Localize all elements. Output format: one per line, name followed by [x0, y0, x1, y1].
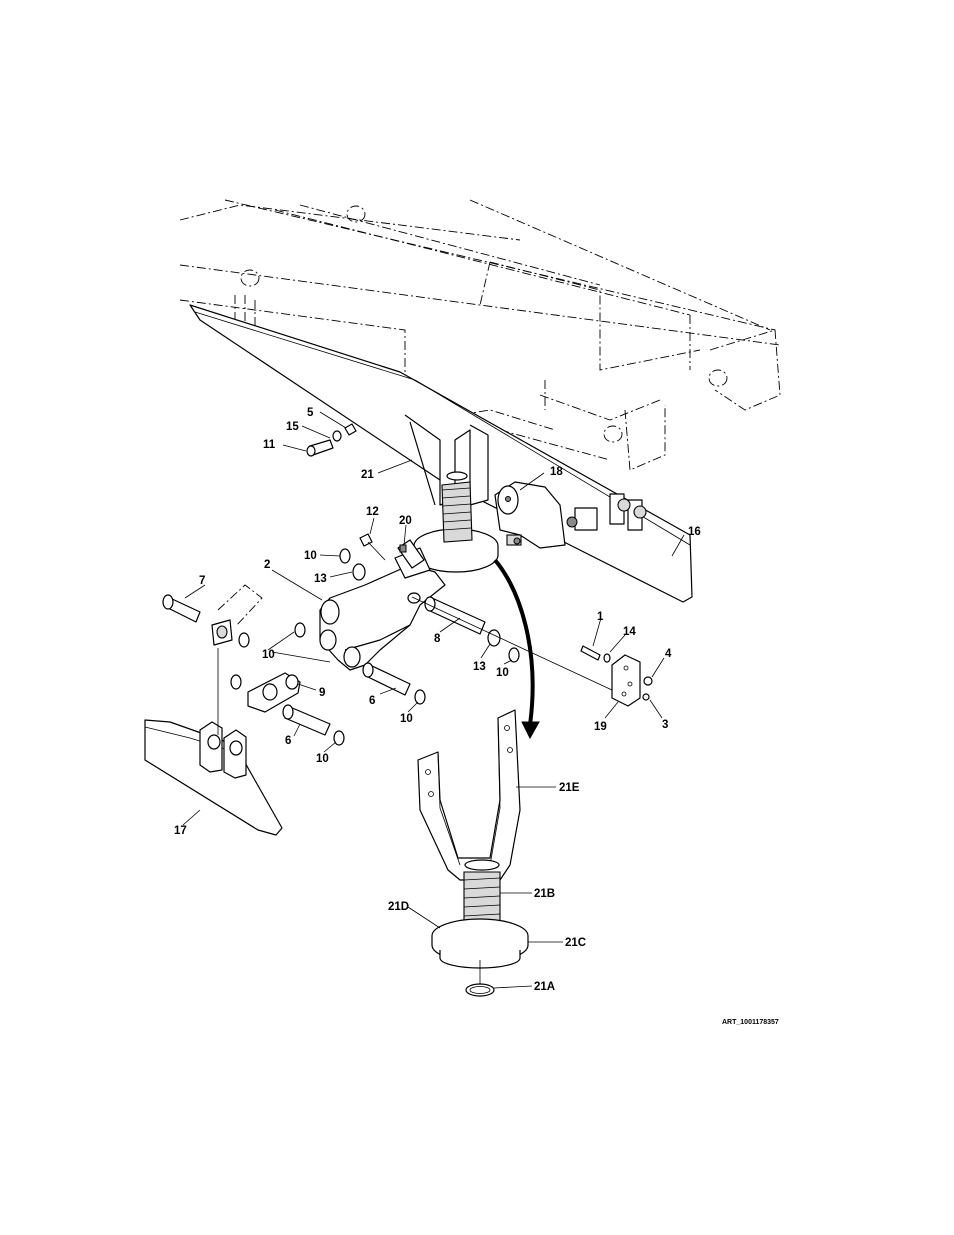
- callout-21c: 21C: [565, 937, 586, 949]
- callout-21a: 21A: [534, 981, 555, 993]
- callout-17: 17: [174, 825, 187, 837]
- callout-8: 8: [434, 633, 441, 645]
- callout-7: 7: [199, 575, 205, 587]
- callout-10-d: 10: [400, 713, 413, 725]
- callout-15: 15: [286, 421, 299, 433]
- callout-16: 16: [688, 526, 701, 538]
- retaining-ring-21a: [465, 960, 495, 997]
- bushing-block: [211, 584, 263, 646]
- callout-21e: 21E: [559, 782, 580, 794]
- callout-18: 18: [550, 466, 563, 478]
- callout-14: 14: [623, 626, 636, 638]
- callout-10-e: 10: [316, 753, 329, 765]
- leader-lines: [182, 411, 685, 989]
- skid-bar-17: [144, 648, 283, 836]
- art-id-label: ART_1001178357: [722, 1019, 779, 1026]
- callout-12: 12: [366, 506, 379, 518]
- callout-13-b: 13: [473, 661, 486, 673]
- callout-13-a: 13: [314, 573, 327, 585]
- hardware-1-14-4-3: [411, 596, 653, 701]
- callout-9: 9: [319, 687, 325, 699]
- callout-19: 19: [594, 721, 607, 733]
- callout-20: 20: [399, 515, 412, 527]
- callout-10-a: 10: [304, 550, 317, 562]
- caster-fork-21e: [417, 709, 521, 881]
- screw-12: [359, 533, 386, 561]
- callout-1: 1: [597, 611, 604, 623]
- callout-21b: 21B: [534, 888, 555, 900]
- plate-19: [611, 654, 641, 707]
- pin-8: [424, 596, 486, 635]
- callout-4: 4: [665, 648, 672, 660]
- callout-3: 3: [662, 719, 668, 731]
- callout-5: 5: [307, 407, 314, 419]
- callout-6-b: 6: [285, 735, 291, 747]
- callout-6-a: 6: [369, 695, 375, 707]
- link-9: [247, 672, 301, 713]
- callout-21d: 21D: [388, 901, 409, 913]
- grease-fitting-20: [397, 539, 425, 569]
- hardware-5-11-15: [306, 423, 357, 457]
- bracket-18: [494, 481, 566, 549]
- explode-arrow: [493, 558, 540, 740]
- caster-wheel-21c-21d: [431, 918, 529, 969]
- pin-6-lower: [282, 704, 331, 736]
- pin-6-upper: [362, 662, 411, 696]
- callout-21: 21: [361, 469, 374, 481]
- callout-2: 2: [264, 559, 270, 571]
- pin-7: [162, 594, 201, 623]
- callout-labels: 5 15 11 21 18 16 12 20 10 13 2 7 8 13 10…: [174, 407, 779, 1026]
- callout-10-c: 10: [262, 649, 275, 661]
- callout-11: 11: [263, 439, 276, 451]
- caster-assembly-21: [404, 414, 499, 573]
- callout-10-b: 10: [496, 667, 509, 679]
